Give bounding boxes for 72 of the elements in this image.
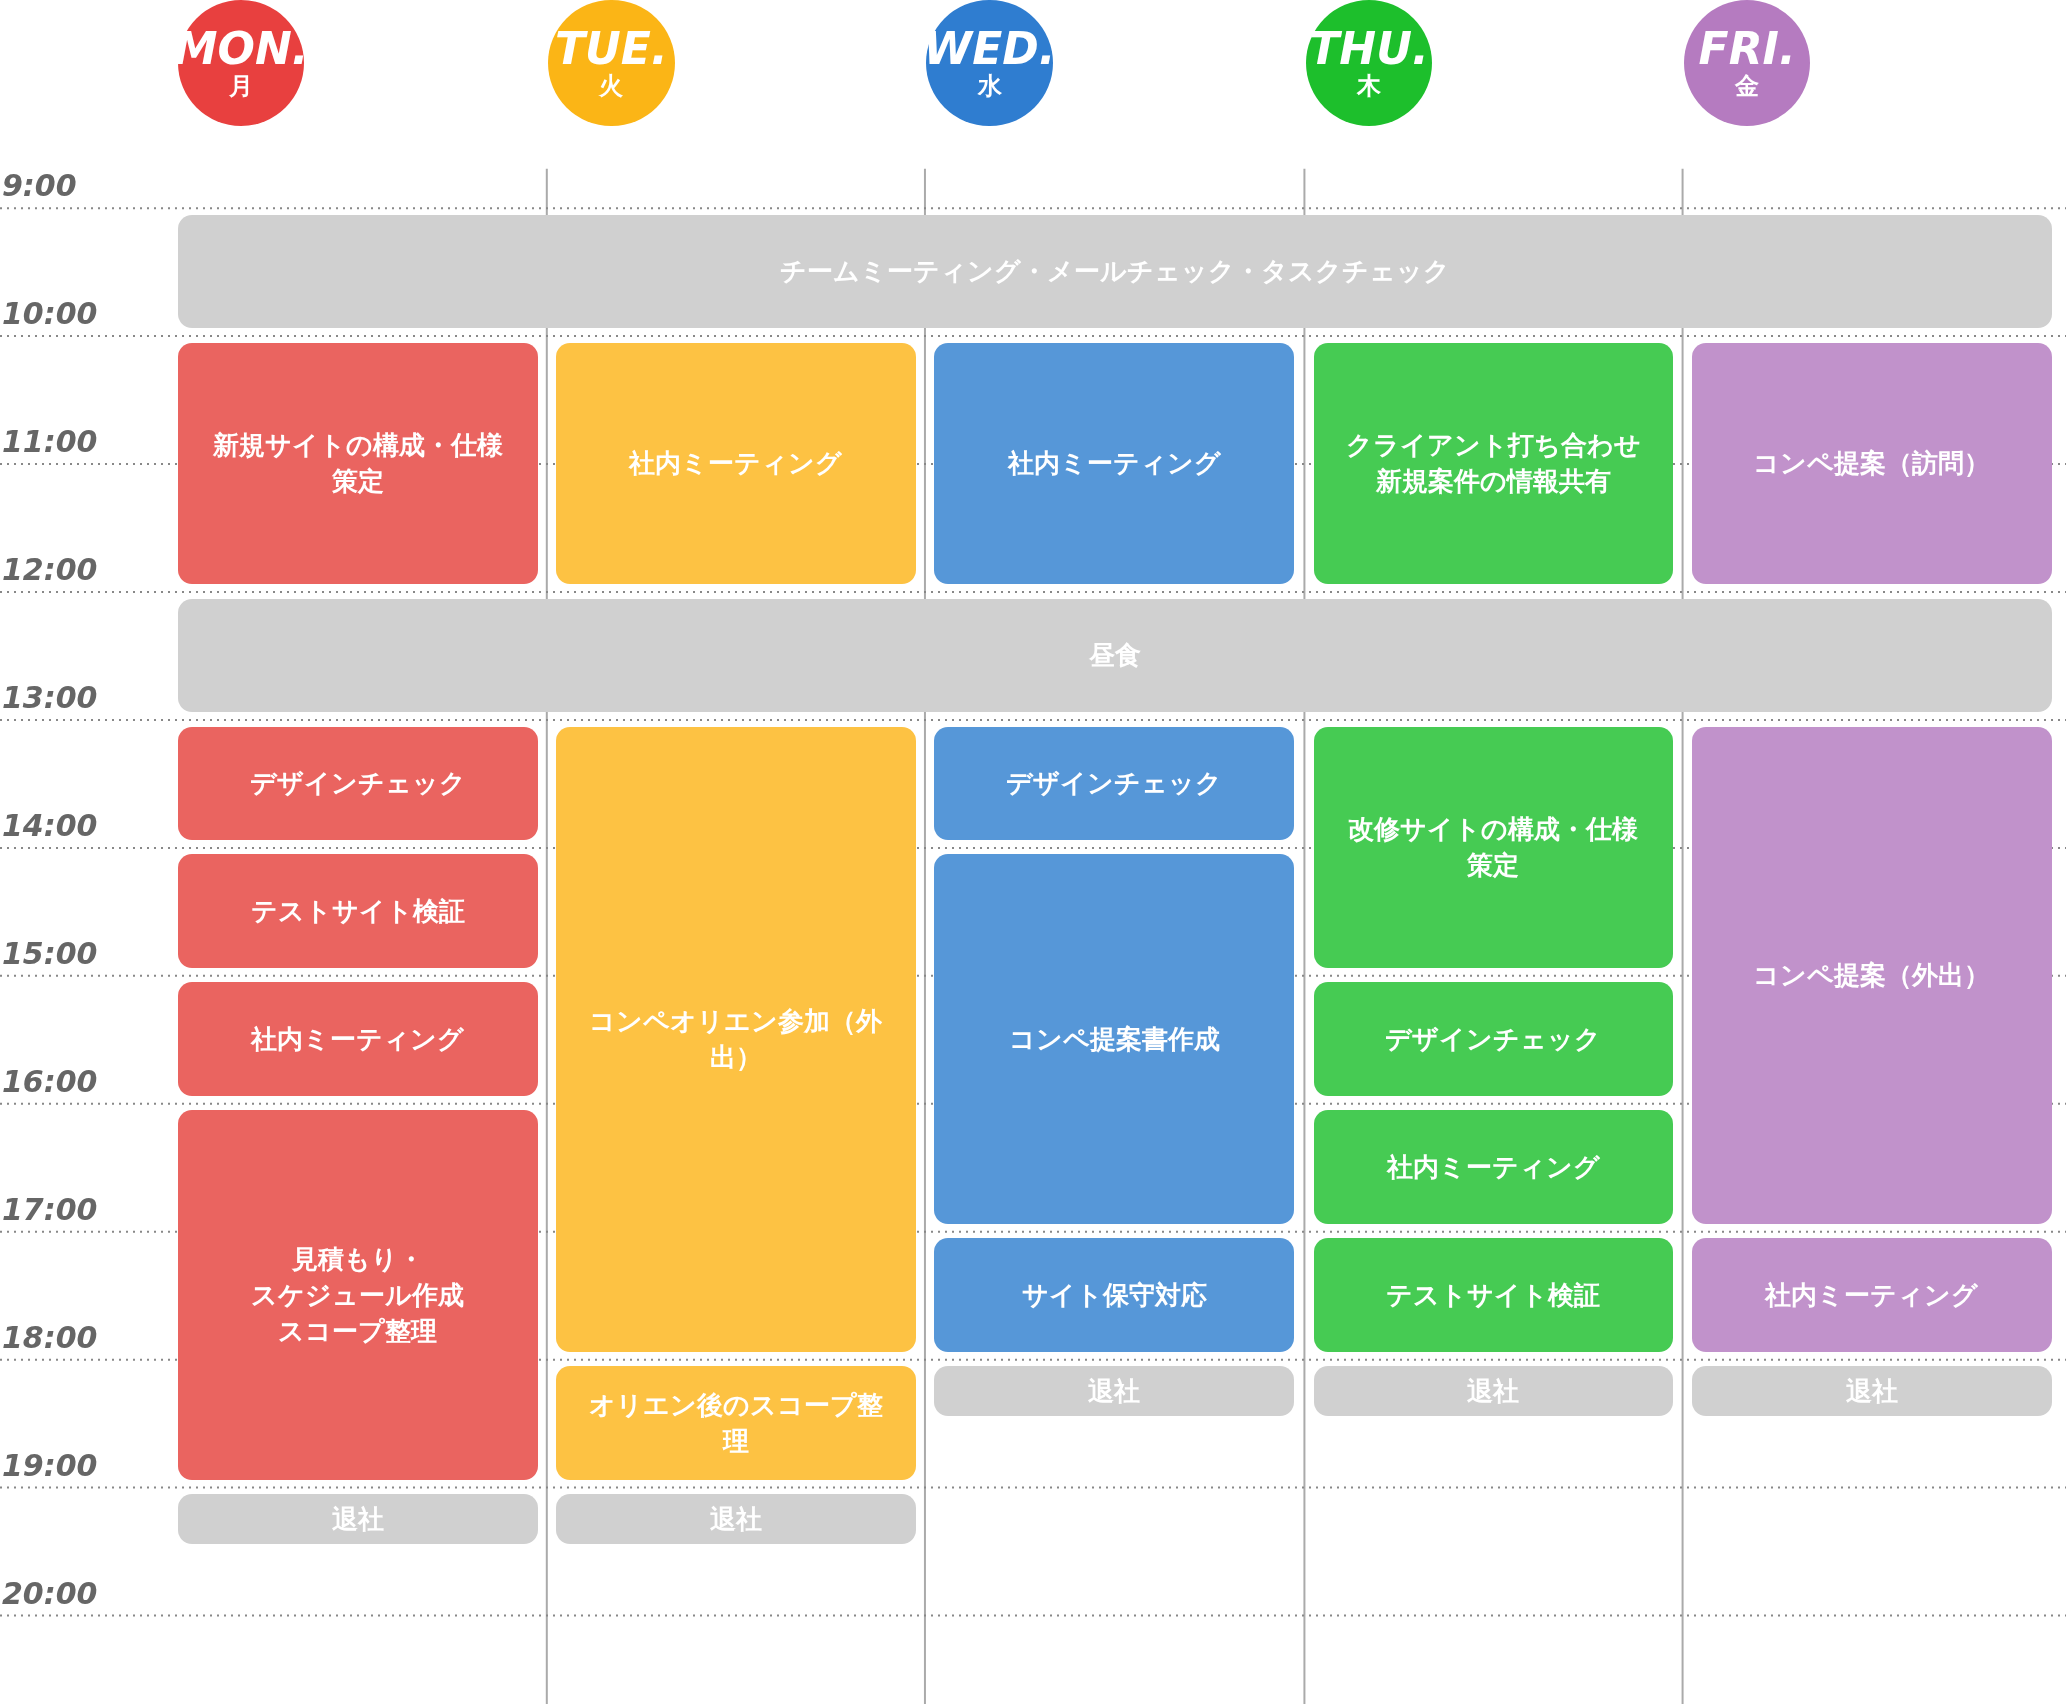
task-text: テストサイト検証	[1386, 1279, 1601, 1312]
task-text: 新規案件の情報共有	[1376, 465, 1611, 499]
task-text: オリエン後のスコープ整理	[587, 1388, 884, 1458]
time-label: 17:00	[2, 1191, 98, 1227]
task-text: クライアント打ち合わせ	[1346, 429, 1641, 463]
schedule-block	[177, 1110, 538, 1480]
weekday-kanji: 水	[977, 72, 1002, 101]
time-label: 16:00	[2, 1063, 98, 1099]
time-label: 13:00	[2, 679, 98, 715]
schedule-block	[1691, 726, 2052, 1224]
weekday-kanji: 月	[229, 72, 254, 101]
weekday-label: TUE.	[555, 26, 668, 73]
weekday-label: FRI.	[1698, 26, 1796, 73]
time-label: 20:00	[2, 1575, 98, 1611]
schedule-block	[1691, 1366, 2052, 1416]
task-text: サイト保守対応	[1021, 1279, 1207, 1312]
schedule-block	[934, 854, 1294, 1224]
schedule-block	[556, 342, 916, 585]
schedule-block	[934, 1238, 1294, 1352]
schedule-block	[934, 1366, 1294, 1416]
schedule-block	[1313, 1110, 1674, 1224]
task-text: デザインチェック	[1385, 1023, 1602, 1057]
schedule-block	[1691, 1238, 2052, 1352]
schedule-block	[556, 1494, 916, 1544]
task-text: スケジュール作成	[251, 1279, 465, 1312]
task-text: デザインチェック	[249, 767, 466, 801]
task-text: コンペ提案（外出）	[1753, 959, 1991, 993]
task-text: コンペ提案書作成	[1008, 1023, 1220, 1057]
weekday-label: MON.	[173, 26, 309, 73]
task-text: デザインチェック	[1006, 767, 1222, 801]
schedule-block	[177, 342, 538, 585]
schedule-block	[1313, 726, 1674, 968]
time-label: 11:00	[2, 424, 98, 460]
schedule-block	[1313, 1238, 1674, 1352]
task-text: 社内ミーティング	[1007, 447, 1221, 481]
schedule-block	[1313, 1366, 1674, 1416]
schedule-block	[934, 342, 1294, 585]
schedule-block	[177, 214, 2052, 329]
weekday-kanji: 金	[1735, 72, 1760, 101]
time-label: 19:00	[2, 1447, 98, 1483]
task-text: 社内ミーティング	[1387, 1151, 1600, 1185]
schedule-block	[1313, 342, 1674, 585]
schedule-block	[177, 1494, 538, 1544]
task-text: 社内ミーティング	[629, 447, 843, 481]
schedule-block	[177, 598, 2052, 712]
schedule-block	[556, 726, 916, 1352]
schedule-block	[177, 854, 538, 968]
schedule-block	[1691, 342, 2052, 585]
weekday-label: THU.	[1309, 26, 1429, 73]
task-text: 社内ミーティング	[251, 1023, 465, 1057]
task-text: 新規サイトの構成・仕様策定	[211, 429, 504, 499]
task-text: コンペオリエン参加（外出）	[588, 1005, 884, 1075]
time-label: 15:00	[2, 935, 98, 971]
schedule-block	[934, 726, 1294, 840]
weekday-kanji: 木	[1356, 72, 1381, 101]
schedule-block	[177, 982, 538, 1096]
weekday-kanji: 火	[599, 72, 624, 101]
schedule-block	[1313, 982, 1674, 1096]
task-text: 社内ミーティング	[1765, 1279, 1979, 1312]
task-text: 改修サイトの構成・仕様策定	[1347, 813, 1640, 883]
task-text: コンペ提案（訪問）	[1753, 447, 1991, 481]
task-text: スコープ整理	[278, 1315, 438, 1348]
schedule-block	[177, 726, 538, 840]
time-label: 14:00	[2, 807, 98, 843]
task-text: 見積もり・	[291, 1243, 424, 1276]
weekday-label: WED.	[923, 26, 1056, 73]
time-label: 9:00	[2, 168, 77, 204]
time-label: 12:00	[2, 552, 98, 587]
time-label: 10:00	[2, 296, 98, 332]
time-label: 18:00	[2, 1319, 98, 1355]
schedule-block	[556, 1366, 916, 1480]
task-text: テストサイト検証	[250, 895, 465, 929]
